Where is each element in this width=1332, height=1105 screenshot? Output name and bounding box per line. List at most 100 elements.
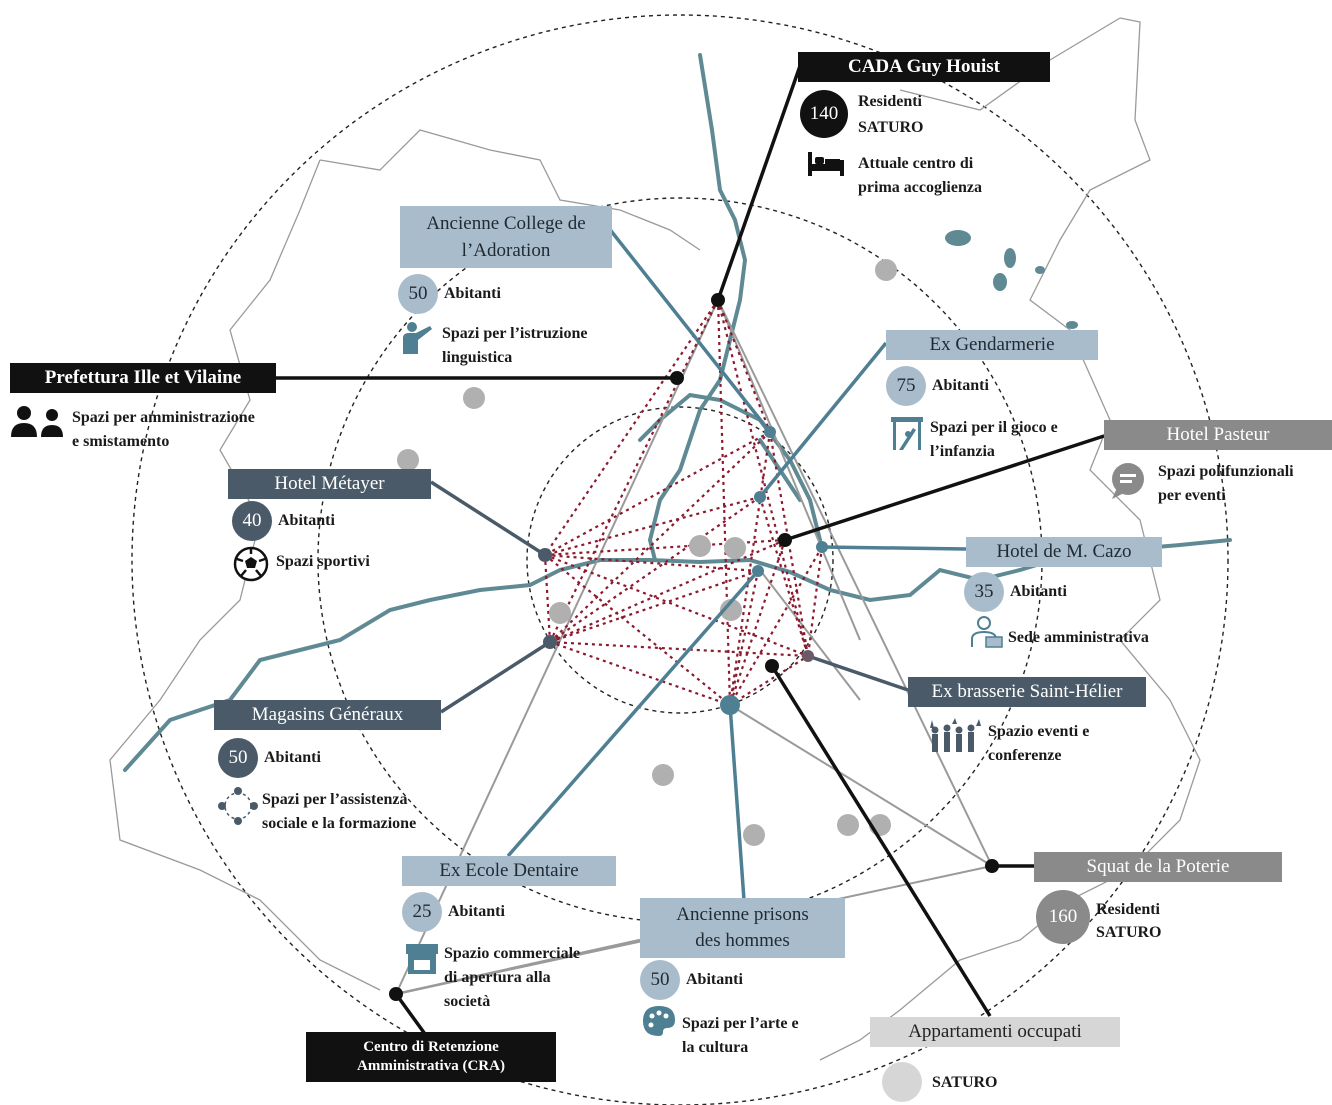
site-nodes (389, 293, 999, 1001)
count-badge-college: 50 (398, 274, 438, 314)
leader-metayer (430, 480, 546, 557)
brasserie-desc2: conferenze (988, 747, 1062, 764)
college-unit: Abitanti (444, 285, 501, 302)
magasins-desc1: Spazi per l’assistenza (262, 791, 408, 808)
city-boundary (109, 17, 1201, 1061)
prisons-name-line1: Ancienne prisons (676, 904, 809, 925)
node-poterie (985, 859, 999, 873)
shop-icon (406, 944, 438, 974)
river-lakes (945, 230, 1078, 329)
leader-lines-slate (430, 480, 909, 714)
label-poterie[interactable]: Squat de la Poterie (1034, 852, 1282, 882)
magasins-desc2: sociale e la formazione (262, 815, 417, 832)
node-cazo (816, 541, 828, 553)
leader-appartamenti (770, 665, 992, 1017)
leader-lines-grey (395, 938, 641, 996)
label-prefettura[interactable]: Prefettura Ille et Vilaine (10, 363, 276, 393)
prisons-desc1: Spazi per l’arte e (682, 1015, 799, 1032)
site-network (543, 299, 824, 707)
node-pasteur (778, 533, 792, 547)
status-badge-appartamenti (882, 1062, 922, 1102)
gendarmerie-desc1: Spazi per il gioco e (930, 419, 1058, 436)
inner-ring (526, 406, 834, 714)
dentaire-desc2: di apertura alla (444, 969, 551, 986)
label-magasins[interactable]: Magasins Généraux (214, 700, 441, 730)
college-desc1: Spazi per l’istruzione (442, 325, 588, 342)
node-magasins (543, 635, 557, 649)
label-metayer[interactable]: Hotel Métayer (228, 469, 431, 499)
palette-icon (643, 1006, 675, 1036)
other-sites (397, 259, 897, 846)
appartamenti-status: SATURO (932, 1074, 998, 1091)
cada-line2: SATURO (858, 119, 924, 136)
count-badge-cada: 140 (800, 90, 848, 138)
node-brasserie (802, 650, 814, 662)
network-people-icon (218, 787, 258, 825)
label-college[interactable]: Ancienne College de l’Adoration (400, 206, 612, 268)
prisons-unit: Abitanti (686, 971, 743, 988)
count-badge-magasins: 50 (218, 738, 258, 778)
playground-icon (891, 417, 923, 450)
magasins-unit: Abitanti (264, 749, 321, 766)
node-college (764, 426, 776, 438)
metayer-desc1: Spazi sportivi (276, 553, 370, 570)
leader-college (602, 220, 772, 434)
count-badge-gendarmerie: 75 (886, 366, 926, 406)
node-appartamenti (765, 659, 779, 673)
leader-dentaire (506, 569, 760, 858)
label-prisons[interactable]: Ancienne prisons des hommes (640, 898, 845, 958)
leader-cazo (821, 545, 967, 551)
prisons-desc2: la cultura (682, 1039, 749, 1056)
label-cazo[interactable]: Hotel de M. Cazo (966, 537, 1162, 567)
crowd-icon (930, 718, 981, 752)
cazo-desc1: Sede amministrativa (1008, 629, 1149, 646)
poterie-line2: SATURO (1096, 924, 1162, 941)
node-dentaire (752, 565, 764, 577)
leader-pasteur (784, 434, 1105, 542)
cra-name-line1: Centro di Retenzione (363, 1039, 499, 1055)
outer-ring (131, 14, 1229, 1105)
poterie-line1: Residenti (1096, 901, 1160, 918)
label-appartamenti[interactable]: Appartamenti occupati (870, 1017, 1120, 1047)
count-badge-poterie: 160 (1036, 890, 1090, 944)
count-badge-cazo: 35 (964, 572, 1004, 612)
prefettura-desc1: Spazi per amministrazione (72, 409, 255, 426)
bed-icon (808, 152, 844, 176)
label-pasteur[interactable]: Hotel Pasteur (1104, 420, 1332, 450)
label-gendarmerie[interactable]: Ex Gendarmerie (886, 330, 1098, 360)
leader-prisons (728, 704, 746, 901)
pasteur-desc1: Spazi polifunzionali (1158, 463, 1294, 480)
speech-bubble-icon (1112, 463, 1144, 499)
metayer-unit: Abitanti (278, 512, 335, 529)
label-dentaire[interactable]: Ex Ecole Dentaire (402, 856, 616, 886)
leader-cra (394, 992, 427, 1036)
brasserie-desc1: Spazio eventi e (988, 723, 1090, 740)
office-worker-icon (971, 616, 1003, 648)
dentaire-desc3: società (444, 993, 491, 1010)
college-desc2: linguistica (442, 349, 513, 366)
cada-desc2: prima accoglienza (858, 179, 982, 196)
leader-gendarmerie (758, 341, 888, 499)
college-name-line2: l’Adoration (461, 240, 551, 261)
count-badge-metayer: 40 (232, 501, 272, 541)
gendarmerie-unit: Abitanti (932, 377, 989, 394)
node-prefettura (670, 371, 684, 385)
count-badge-prisons: 50 (640, 960, 680, 1000)
prefettura-desc2: e smistamento (72, 433, 170, 450)
teacher-icon (403, 322, 432, 354)
node-cada (711, 293, 725, 307)
leader-lines-black (276, 65, 1105, 1036)
label-cada[interactable]: CADA Guy Houist (798, 52, 1050, 82)
cada-desc1: Attuale centro di (858, 155, 974, 172)
leader-brasserie (807, 654, 909, 692)
node-gendarmerie (754, 491, 766, 503)
cada-line1: Residenti (858, 93, 922, 110)
label-brasserie[interactable]: Ex brasserie Saint-Hélier (908, 677, 1146, 707)
count-badge-dentaire: 25 (402, 892, 442, 932)
label-cra[interactable]: Centro di Retenzione Amministrativa (CRA… (306, 1032, 556, 1082)
leader-cada (716, 65, 802, 301)
node-metayer (538, 548, 552, 562)
soccer-ball-icon (233, 546, 269, 582)
prisons-name-line2: des hommes (695, 930, 790, 951)
